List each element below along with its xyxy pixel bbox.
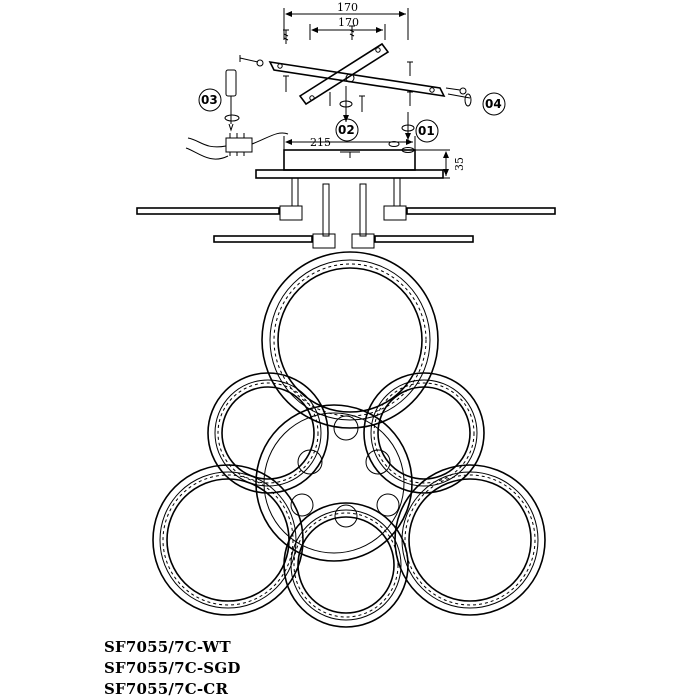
- step-01-label: 01: [388, 112, 439, 153]
- top-dimension-group: 170 170: [283, 1, 409, 40]
- model-code-wt: SF7055/7C-WT: [104, 638, 231, 656]
- ring-top-view: [152, 251, 546, 628]
- svg-text:02: 02: [338, 123, 355, 137]
- mounting-bracket: [268, 42, 446, 106]
- wire-connector-icon: [185, 132, 289, 160]
- screwdriver-icon: [225, 69, 237, 132]
- screw-icon: [239, 25, 467, 112]
- svg-text:01: 01: [418, 124, 435, 138]
- step-03-label: 03: [198, 88, 222, 112]
- dim-35: 35: [453, 157, 466, 171]
- model-code-sgd: SF7055/7C-SGD: [104, 659, 241, 677]
- step-04-label: 04: [447, 92, 506, 116]
- dim-215: 215: [310, 136, 331, 149]
- svg-text:04: 04: [485, 97, 502, 111]
- dim-170-inner: 170: [338, 16, 359, 29]
- model-code-cr: SF7055/7C-CR: [104, 680, 229, 698]
- ceiling-canopy: 215 35: [255, 136, 466, 179]
- side-profile: [136, 177, 556, 249]
- dim-170-outer: 170: [337, 1, 358, 14]
- step-02-label: 02: [335, 86, 359, 142]
- svg-text:03: 03: [201, 93, 218, 107]
- rotation-arrow-icon: [224, 114, 240, 122]
